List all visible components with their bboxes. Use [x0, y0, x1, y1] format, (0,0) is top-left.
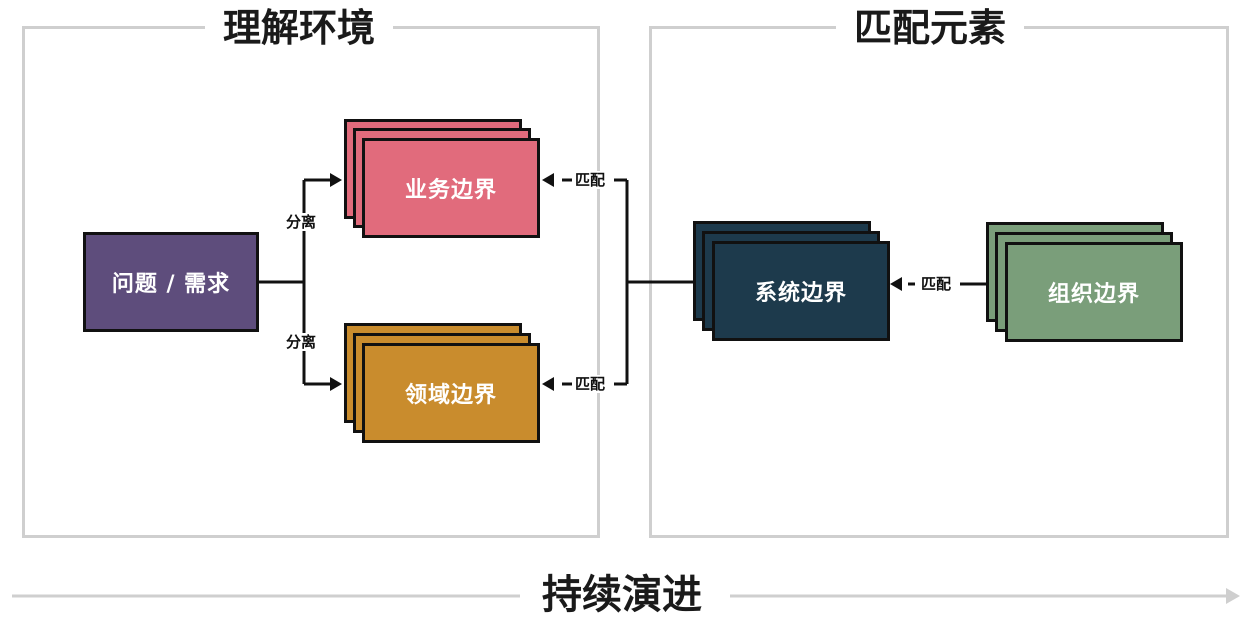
arrow-to-domain [330, 377, 342, 391]
arrow-to-business [330, 173, 342, 187]
system-boundary-node: 系统边界 [712, 241, 890, 341]
separate-label-top: 分离 [283, 213, 320, 231]
arrow-match-business [542, 173, 554, 187]
match-label-domain: 匹配 [572, 375, 609, 393]
arrow-match-system [890, 277, 902, 291]
separate-label-bottom: 分离 [283, 333, 320, 351]
business-boundary-node: 业务边界 [362, 138, 540, 238]
domain-boundary-node: 领域边界 [362, 343, 540, 443]
match-label-business: 匹配 [572, 171, 609, 189]
continuous-evolution-title: 持续演进 [524, 572, 720, 618]
footer-arrowhead [1226, 588, 1240, 604]
domain-label: 领域边界 [404, 383, 497, 408]
arrow-match-domain [542, 377, 554, 391]
problem-node: 问题 / 需求 [83, 232, 259, 332]
problem-label: 问题 / 需求 [111, 272, 231, 297]
understand-environment-title: 理解环境 [205, 6, 394, 50]
system-label: 系统边界 [754, 281, 847, 306]
business-label: 业务边界 [404, 178, 497, 203]
match-label-system: 匹配 [918, 275, 955, 293]
organization-label: 组织边界 [1047, 282, 1140, 307]
organization-boundary-node: 组织边界 [1005, 242, 1183, 342]
match-elements-title: 匹配元素 [836, 6, 1025, 50]
